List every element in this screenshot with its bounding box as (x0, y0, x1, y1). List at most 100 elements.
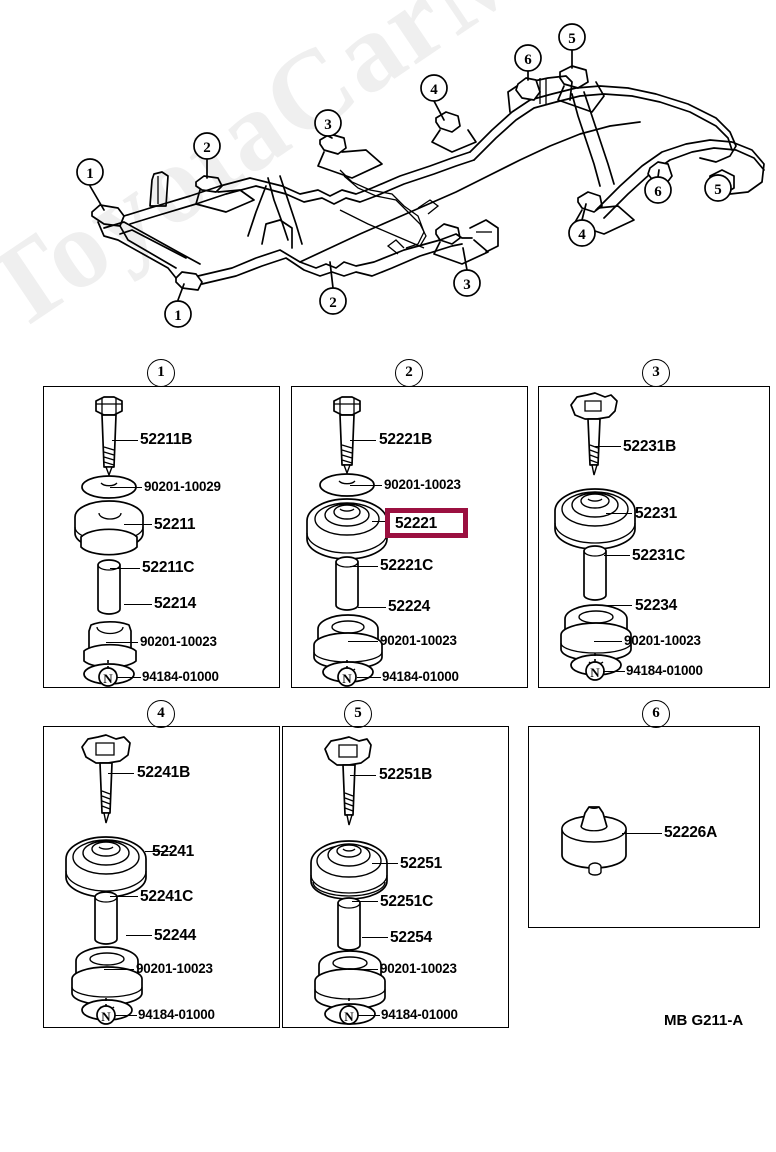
leader-line (112, 440, 138, 441)
panel-3 (538, 386, 770, 688)
part-label-90201-10029: 90201-10029 (144, 479, 221, 494)
part-label-52234: 52234 (635, 597, 678, 614)
part-label-94184-01000: 94184-01000 (142, 669, 219, 684)
svg-text:1: 1 (174, 308, 182, 324)
panel-6-exploded-view (561, 806, 627, 876)
part-label-52254: 52254 (390, 929, 433, 946)
part-label-52241C: 52241C (140, 888, 194, 905)
part-collar (583, 545, 607, 601)
leader-line (108, 773, 134, 774)
part-cushion-round (310, 840, 388, 900)
leader-line (606, 513, 632, 514)
part-label-90201-10023: 90201-10023 (136, 961, 213, 976)
leader-line (348, 969, 378, 970)
leader-line (362, 937, 388, 938)
svg-text:6: 6 (524, 52, 532, 68)
panel-5 (282, 726, 509, 1028)
part-cushion-lower (71, 946, 143, 1006)
part-bolt-flange (570, 392, 618, 476)
part-label-52214: 52214 (154, 595, 197, 612)
part-label-52221B: 52221B (379, 431, 433, 448)
leader-line (604, 555, 630, 556)
part-label-90201-10023: 90201-10023 (624, 633, 701, 648)
leader-line (115, 1015, 137, 1016)
part-cushion-round (65, 836, 147, 898)
leader-line (622, 833, 662, 834)
part-label-52231: 52231 (635, 505, 678, 522)
leader-line (348, 641, 378, 642)
leader-line (595, 446, 621, 447)
part-label-52211: 52211 (154, 516, 196, 533)
svg-text:5: 5 (568, 31, 576, 47)
panel-number-2: 2 (395, 359, 423, 387)
part-label-52251B: 52251B (379, 766, 433, 783)
svg-text:3: 3 (324, 117, 332, 133)
leader-line (110, 896, 138, 897)
svg-text:4: 4 (578, 227, 586, 243)
leader-line (352, 901, 378, 902)
panel-2-exploded-view (306, 396, 388, 683)
leader-line (106, 642, 138, 643)
part-label-52211C: 52211C (142, 559, 195, 576)
part-label-52231C: 52231C (632, 547, 686, 564)
part-collar (97, 559, 121, 615)
part-label-52244: 52244 (154, 927, 197, 944)
svg-text:1: 1 (86, 166, 94, 182)
leader-line (104, 969, 134, 970)
panel-2 (291, 386, 528, 688)
svg-text:2: 2 (329, 295, 337, 311)
part-cushion-lower (560, 604, 632, 662)
svg-text:N: N (342, 671, 352, 686)
panel-5-exploded-view (310, 736, 388, 1025)
leader-line (594, 641, 622, 642)
panel-number-3: 3 (642, 359, 670, 387)
part-label-94184-01000: 94184-01000 (138, 1007, 215, 1022)
panel-number-1: 1 (147, 359, 175, 387)
leader-line (357, 677, 381, 678)
leader-line (358, 1015, 380, 1016)
part-label-52251: 52251 (400, 855, 443, 872)
part-bolt-hex (95, 396, 123, 477)
panel-5-nut: N (339, 998, 359, 1025)
leader-line (110, 487, 142, 488)
svg-text:N: N (590, 665, 600, 680)
panel-2-nut: N (337, 660, 357, 687)
svg-text:3: 3 (463, 277, 471, 293)
panel-4 (43, 726, 280, 1028)
leader-line (350, 485, 382, 486)
panel-3-exploded-view (554, 392, 636, 676)
leader-line (606, 605, 632, 606)
part-cushion-lower (313, 614, 383, 670)
part-collar (94, 891, 118, 945)
part-cushion-round (306, 498, 388, 560)
panel-1-nut: N (98, 660, 118, 687)
part-cushion-upper (74, 500, 144, 556)
part-bolt-hex (333, 396, 361, 475)
leader-line (110, 568, 140, 569)
part-cushion-round (554, 488, 636, 550)
svg-text:2: 2 (203, 140, 211, 156)
highlight-box-52221 (385, 508, 468, 538)
part-label-52224: 52224 (388, 598, 431, 615)
part-bolt-flange (324, 736, 372, 826)
leader-line (350, 440, 376, 441)
svg-text:6: 6 (654, 184, 662, 200)
frame-callout-group: 1 1 2 2 3 3 4 4 5 5 (76, 23, 732, 328)
part-label-52226A: 52226A (664, 824, 718, 841)
part-label-52241: 52241 (152, 843, 195, 860)
part-label-90201-10023: 90201-10023 (380, 961, 457, 976)
part-label-90201-10023: 90201-10023 (380, 633, 457, 648)
part-label-52241B: 52241B (137, 764, 191, 781)
leader-line (145, 851, 171, 852)
part-label-52221C: 52221C (380, 557, 434, 574)
svg-text:N: N (103, 671, 113, 686)
leader-line (603, 671, 625, 672)
leader-line (372, 521, 390, 522)
leader-line (126, 935, 152, 936)
leader-line (124, 604, 152, 605)
part-label-52251C: 52251C (380, 893, 434, 910)
part-cushion-lower (314, 950, 386, 1010)
chassis-frame-illustration: 1 1 2 2 3 3 4 4 5 5 (76, 23, 765, 328)
part-collar (335, 556, 359, 611)
